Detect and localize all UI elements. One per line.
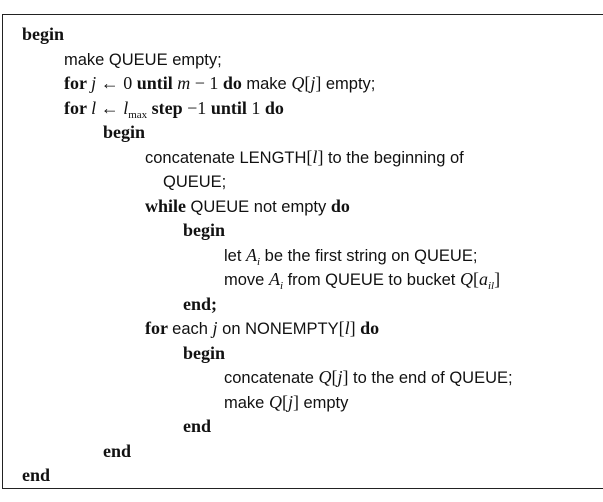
code-token: do: [330, 195, 350, 216]
code-token: begin: [183, 342, 226, 363]
code-token: [: [281, 391, 288, 412]
code-line: begin: [103, 120, 145, 144]
code-token: [: [331, 367, 338, 387]
code-token: A: [246, 244, 258, 265]
code-token: make QUEUE empty;: [64, 50, 222, 69]
code-token: ]: [349, 318, 361, 338]
code-token: i: [257, 255, 261, 268]
code-line: make Q[j] empty: [224, 390, 348, 414]
code-token: for: [145, 318, 173, 338]
code-line: begin: [183, 218, 225, 242]
code-token: j: [337, 367, 343, 387]
code-token: [: [472, 269, 479, 289]
code-token: ]: [292, 391, 304, 412]
code-token: l: [123, 97, 129, 118]
code-token: a: [478, 269, 488, 289]
code-line: concatenate Q[j] to the end of QUEUE;: [224, 365, 513, 389]
code-line: concatenate LENGTH[l] to the beginning o…: [145, 145, 464, 169]
code-token: ]: [317, 146, 328, 167]
code-line: for l ← lmax step −1 until 1 do: [64, 96, 284, 121]
code-token: move: [224, 271, 269, 289]
code-token: l: [344, 318, 350, 338]
code-line: end: [183, 414, 211, 438]
code-token: empty: [303, 393, 349, 412]
code-token: for: [64, 73, 92, 93]
code-token: end: [183, 416, 212, 436]
code-token: l: [312, 146, 318, 167]
bottom-rule: [2, 488, 603, 489]
code-token: Q: [459, 269, 473, 289]
code-token: [: [306, 146, 313, 167]
code-token: to the beginning of: [327, 148, 464, 167]
code-line: make QUEUE empty;: [64, 47, 222, 71]
code-line: end: [22, 463, 50, 487]
code-token: to the end of QUEUE;: [353, 369, 513, 387]
code-token: until: [210, 97, 252, 118]
code-token: make: [224, 393, 269, 412]
code-line: end: [103, 439, 131, 463]
code-token: each: [172, 320, 213, 338]
code-token: let: [224, 246, 247, 265]
code-token: j: [287, 391, 293, 412]
code-token: m: [177, 73, 191, 93]
code-line: let Ai be the first string on QUEUE;: [224, 243, 478, 268]
code-token: il: [487, 280, 495, 292]
code-token: step: [147, 97, 188, 118]
code-token: on NONEMPTY: [217, 320, 339, 338]
code-token: end: [103, 440, 132, 461]
code-token: until: [136, 73, 178, 93]
code-token: concatenate LENGTH: [145, 148, 307, 167]
code-token: begin: [22, 24, 65, 44]
code-token: for: [64, 97, 92, 118]
code-token: begin: [183, 220, 226, 240]
code-token: do: [360, 318, 380, 338]
code-token: Q: [291, 73, 305, 93]
code-line: for j ← 0 until m − 1 do make Q[j] empty…: [64, 71, 375, 95]
code-token: end: [22, 465, 51, 485]
code-token: i: [279, 280, 283, 292]
code-token: QUEUE not empty: [190, 197, 331, 216]
code-token: ←: [96, 97, 124, 118]
top-rule: [2, 14, 603, 15]
code-token: [: [338, 318, 345, 338]
code-token: make: [246, 75, 292, 93]
code-token: [: [304, 73, 311, 93]
code-token: ]: [494, 269, 501, 289]
code-token: l: [91, 97, 97, 118]
code-token: ]: [315, 73, 326, 93]
code-token: Q: [318, 367, 332, 387]
code-token: 1: [251, 97, 265, 118]
code-token: ]: [342, 367, 354, 387]
code-line: for each j on NONEMPTY[l] do: [145, 316, 379, 340]
code-token: do: [264, 97, 284, 118]
code-token: while: [145, 195, 191, 216]
left-rule: [2, 14, 3, 489]
code-token: j: [91, 73, 97, 93]
code-token: ← 0: [96, 73, 137, 93]
code-line: QUEUE;: [163, 169, 226, 193]
code-token: end;: [183, 293, 218, 314]
code-token: from QUEUE to bucket: [283, 271, 460, 289]
code-token: begin: [103, 122, 146, 142]
code-token: empty;: [325, 75, 376, 93]
code-line: end;: [183, 292, 217, 316]
code-token: −1: [187, 97, 211, 118]
code-token: do: [222, 73, 247, 93]
code-token: QUEUE;: [163, 173, 227, 191]
code-line: move Ai from QUEUE to bucket Q[ail]: [224, 267, 501, 292]
code-line: begin: [22, 22, 64, 46]
code-token: j: [212, 318, 218, 338]
code-token: max: [128, 108, 148, 121]
code-line: begin: [183, 341, 225, 365]
code-line: while QUEUE not empty do: [145, 194, 350, 218]
code-token: j: [310, 73, 316, 93]
code-token: A: [268, 269, 280, 289]
code-token: be the first string on QUEUE;: [260, 246, 478, 265]
code-token: Q: [268, 391, 282, 412]
code-token: concatenate: [224, 369, 319, 387]
code-token: − 1: [190, 73, 223, 93]
